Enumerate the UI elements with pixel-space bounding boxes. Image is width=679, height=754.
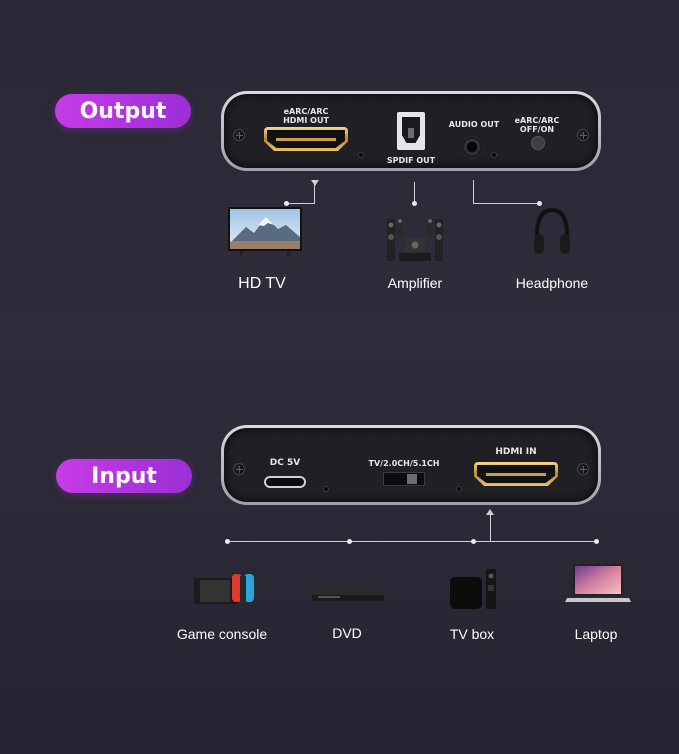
output-device-face: eARC/ARC HDMI OUT SPDIF OUT AUDIO OUT eA… bbox=[224, 94, 598, 168]
hdtv-caption: HD TV bbox=[238, 275, 286, 292]
input-title: Input bbox=[91, 463, 157, 489]
hdmi-in-port bbox=[474, 462, 558, 486]
hdmi-in-label: HDMI IN bbox=[495, 447, 537, 457]
input-device-face: DC 5V TV/2.0CH/5.1CH HDMI IN bbox=[224, 428, 598, 502]
tv-icon bbox=[228, 207, 302, 257]
screw-icon bbox=[233, 129, 245, 141]
laptop-caption: Laptop bbox=[574, 626, 618, 642]
connector-line bbox=[473, 180, 474, 204]
input-title-pill: Input bbox=[56, 459, 192, 493]
screw-icon bbox=[577, 463, 589, 475]
dvd-player-icon bbox=[312, 583, 384, 603]
dvd-caption: DVD bbox=[332, 625, 362, 641]
headphone-icon bbox=[532, 206, 572, 258]
screw-icon bbox=[577, 129, 589, 141]
headphone-caption: Headphone bbox=[515, 275, 589, 291]
screw-icon bbox=[233, 463, 245, 475]
connector-line bbox=[314, 182, 315, 204]
game-console-icon bbox=[192, 570, 256, 606]
tvbox-caption: TV box bbox=[449, 626, 495, 642]
tv-box-icon bbox=[448, 567, 500, 611]
connector-node bbox=[284, 201, 289, 206]
indicator-led bbox=[456, 486, 462, 492]
connector-line bbox=[490, 514, 491, 541]
speaker-system-icon bbox=[385, 213, 445, 263]
hdmi-out-port bbox=[264, 127, 348, 151]
amplifier-caption: Amplifier bbox=[387, 275, 443, 291]
laptop-icon bbox=[565, 562, 631, 604]
game-console-caption: Game console bbox=[176, 626, 268, 642]
connector-line bbox=[414, 182, 415, 204]
connector-node bbox=[225, 539, 230, 544]
input-device-panel: DC 5V TV/2.0CH/5.1CH HDMI IN bbox=[221, 425, 601, 505]
earc-toggle-button[interactable] bbox=[531, 136, 545, 150]
connector-line bbox=[286, 203, 315, 204]
arrow-up-icon bbox=[486, 509, 494, 515]
output-device-panel: eARC/ARC HDMI OUT SPDIF OUT AUDIO OUT eA… bbox=[221, 91, 601, 171]
earc-switch-label: eARC/ARC OFF/ON bbox=[514, 116, 560, 134]
mode-switch-label: TV/2.0CH/5.1CH bbox=[368, 459, 440, 468]
indicator-led bbox=[358, 152, 364, 158]
hdmi-out-label: eARC/ARC HDMI OUT bbox=[283, 107, 329, 125]
connector-node bbox=[412, 201, 417, 206]
connector-node bbox=[347, 539, 352, 544]
arrow-up-icon bbox=[311, 180, 319, 186]
spdif-label: SPDIF OUT bbox=[386, 156, 436, 165]
dc-label: DC 5V bbox=[269, 458, 301, 468]
spdif-port bbox=[397, 112, 425, 150]
output-title: Output bbox=[79, 98, 167, 124]
connector-line bbox=[227, 541, 597, 542]
connector-node bbox=[594, 539, 599, 544]
audio-jack-port bbox=[461, 136, 483, 158]
indicator-led bbox=[491, 152, 497, 158]
indicator-led bbox=[323, 486, 329, 492]
connector-line bbox=[473, 203, 539, 204]
usb-c-port bbox=[264, 476, 306, 488]
connector-node bbox=[537, 201, 542, 206]
mode-slide-switch[interactable] bbox=[383, 472, 425, 486]
audio-out-label: AUDIO OUT bbox=[448, 120, 500, 129]
output-title-pill: Output bbox=[55, 94, 191, 128]
connector-node bbox=[471, 539, 476, 544]
